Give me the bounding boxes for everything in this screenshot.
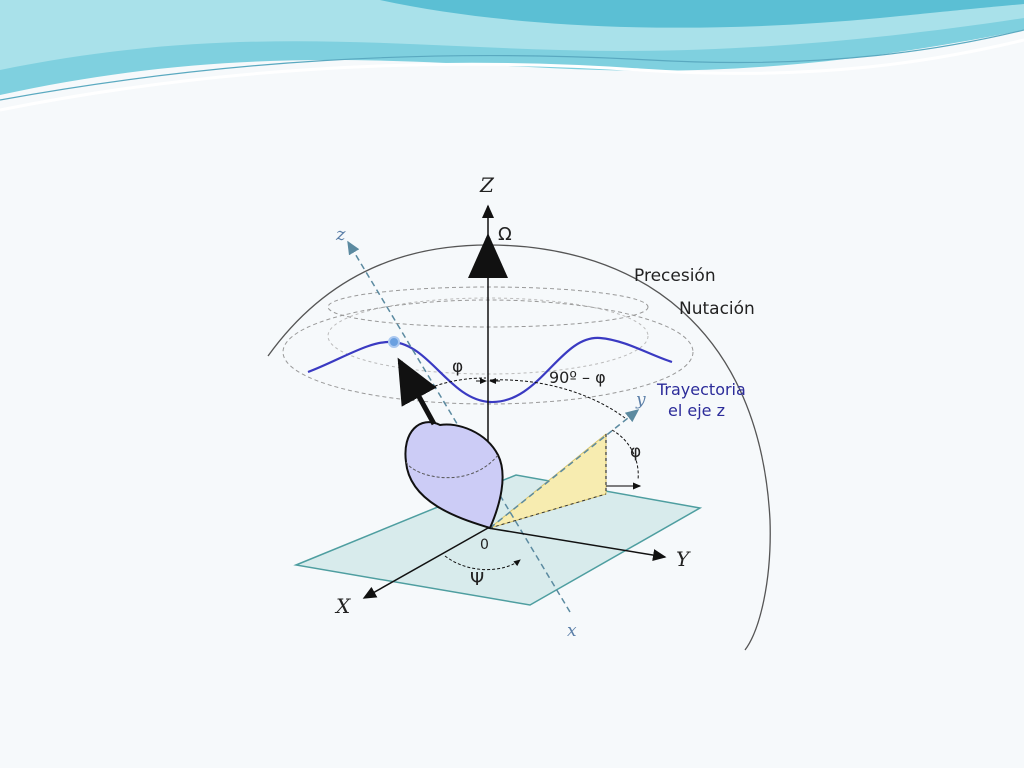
ninety-phi-arc [489, 379, 626, 419]
spinning-top [404, 421, 504, 530]
X-axis [362, 527, 489, 599]
label-X: X [334, 594, 351, 618]
label-z-body: z [335, 224, 346, 245]
spin-arrow [397, 357, 437, 426]
label-precession: Precesión [634, 266, 716, 286]
Y-axis [487, 527, 667, 561]
header-wave [0, 0, 1024, 112]
body-y-axis [489, 409, 640, 529]
label-y-body: y [635, 390, 646, 410]
label-origin: 0 [480, 537, 489, 553]
phi-arc-right [611, 429, 639, 481]
label-Z: Z [479, 173, 495, 197]
label-nutation: Nutación [679, 299, 755, 319]
trajectory-curve [307, 336, 673, 404]
sphere-arc [267, 244, 771, 651]
phi-arc-top [429, 377, 487, 389]
label-ninety-minus-phi: 90º – φ [549, 368, 606, 387]
label-psi: Ψ [470, 569, 484, 590]
triangle-base [489, 493, 607, 529]
label-phi-right: φ [630, 442, 641, 462]
axis-point [388, 336, 400, 348]
label-trajectory-line2: el eje z [668, 401, 725, 420]
label-trajectory-line1: Trayectoria [656, 380, 746, 399]
label-phi-top: φ [452, 357, 463, 377]
label-omega: Ω [498, 224, 512, 245]
label-Y: Y [676, 547, 691, 571]
label-x-body: x [567, 621, 577, 641]
